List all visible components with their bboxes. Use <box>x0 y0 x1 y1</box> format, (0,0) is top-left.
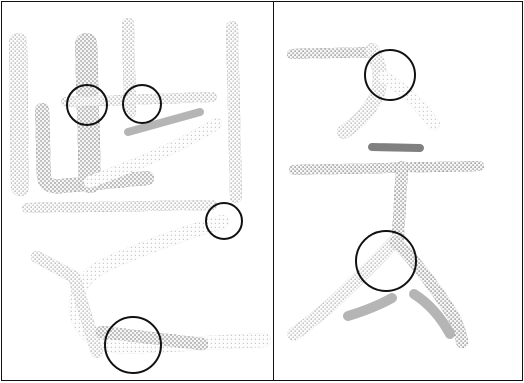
left-panel <box>1 1 274 381</box>
upper-right-branch-stroke-dots <box>378 71 440 130</box>
junction-circle-2 <box>122 84 162 124</box>
stem-stroke-dots <box>392 161 408 243</box>
right-leg-stroke-dots <box>390 236 468 348</box>
bottom-left-curl-stroke <box>343 293 397 321</box>
mid-small-stroke <box>368 143 424 152</box>
right-character-strokes <box>287 43 484 348</box>
descending-stroke-dots <box>31 251 103 358</box>
junction-circle-5 <box>364 49 416 101</box>
top-bar-stroke-dots <box>287 47 379 59</box>
middle-diagonal-stroke-dots <box>84 118 222 188</box>
middle-horizontal-stroke-dots <box>22 200 217 213</box>
left-leg-stroke-dots <box>287 233 403 341</box>
heavy-vertical-stroke-dots <box>75 33 101 193</box>
junction-circle-4 <box>104 316 162 374</box>
left-character-strokes <box>9 18 271 374</box>
junction-circle-6 <box>355 230 417 292</box>
right-panel <box>273 1 523 381</box>
bottom-right-curl-stroke <box>409 289 455 339</box>
junction-circle-1 <box>66 84 108 126</box>
left-vertical-stroke-dots <box>9 33 29 196</box>
junction-circle-3 <box>205 202 243 240</box>
hook-stroke-dots <box>35 103 154 194</box>
upper-diagonal-stroke <box>124 108 204 136</box>
top-hook-stroke-dots <box>337 43 387 139</box>
middle-bar-stroke-dots <box>289 161 484 175</box>
bottom-stroke-dots <box>96 326 208 350</box>
upper-horizontal-stroke-dots <box>61 92 217 107</box>
right-vertical-stroke-dots <box>226 21 242 203</box>
